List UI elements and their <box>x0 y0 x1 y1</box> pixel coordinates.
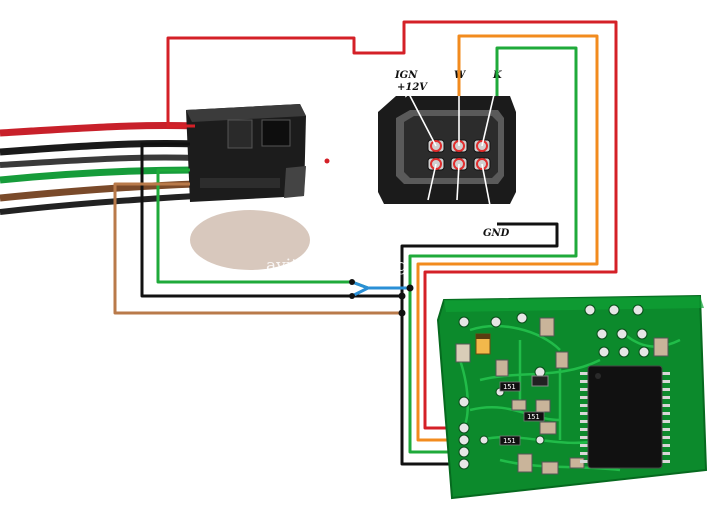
pcb-board: 151 151 151 <box>436 294 708 500</box>
wire-red <box>166 20 618 430</box>
wire-junctions <box>349 279 414 317</box>
ic-chip <box>580 365 670 469</box>
components: 151 151 151 <box>455 317 669 475</box>
wire-green-k <box>408 46 578 454</box>
wire-brown <box>113 182 402 315</box>
connector-shadow <box>190 210 310 270</box>
wire-black-main <box>140 142 402 298</box>
obd-connector <box>186 104 306 202</box>
label-ign-voltage: +12V <box>397 82 428 93</box>
chip-code-1: 151 <box>503 383 516 391</box>
pinout-connector <box>378 96 516 204</box>
red-dot <box>324 158 330 164</box>
avito-logo <box>609 491 644 516</box>
chip-code-3: 151 <box>503 437 516 445</box>
wire-orange <box>416 34 599 442</box>
label-ign: IGN <box>394 70 418 81</box>
label-gnd: GND <box>483 228 510 239</box>
wire-blue <box>351 280 410 298</box>
wire-black-gnd <box>400 222 559 466</box>
watermark: avito.ru/obdmag <box>266 256 407 276</box>
chip-code-2: 151 <box>527 413 540 421</box>
avito-brand: Avito <box>648 493 702 518</box>
